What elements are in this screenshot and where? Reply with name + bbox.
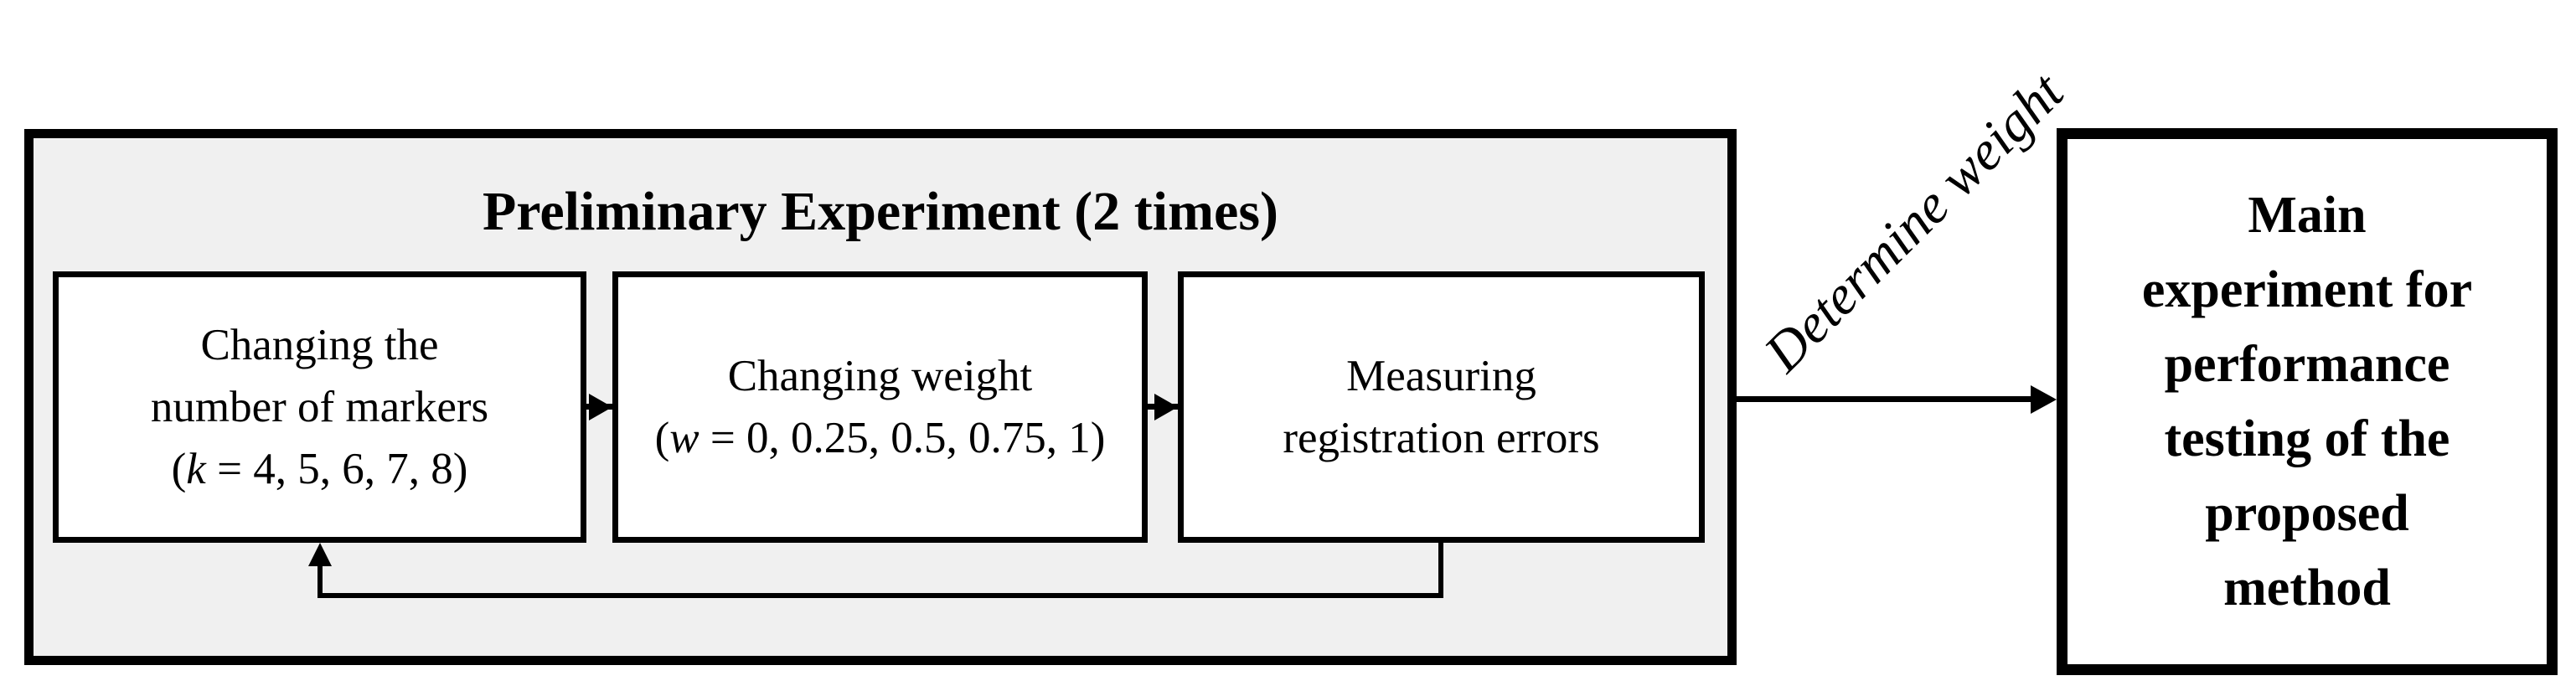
preliminary-experiment-title: Preliminary Experiment (2 times) [482,181,1279,242]
step-changing-weight-line1: Changing weight [727,352,1033,400]
arrow-right-icon [2031,385,2057,414]
step-changing-markers-box: Changing the number of markers (k = 4, 5… [53,271,586,543]
main-box-line2: experiment for [2141,260,2473,318]
main-box-line4: testing of the [2164,410,2450,467]
step-measuring-errors-line2: registration errors [1283,414,1600,462]
preliminary-experiment-group: Preliminary Experiment (2 times) Changin… [24,129,1737,665]
param-open-paren: ( [654,414,670,462]
main-experiment-box: Main experiment for performance testing … [2057,128,2558,675]
param-symbol-k: k [186,445,206,493]
step-changing-markers-param: (k = 4, 5, 6, 7, 8) [172,438,468,500]
arrow-right-icon [589,394,612,420]
step-measuring-errors-line1: Measuring [1346,352,1536,400]
main-box-line6: method [2223,559,2391,616]
step-changing-weight-param: (w = 0, 0.25, 0.5, 0.75, 1) [655,407,1106,469]
main-box-line3: performance [2164,335,2450,393]
feedback-horizontal-segment [317,593,1443,598]
main-box-line1: Main [2248,186,2367,244]
step-changing-markers-line2: number of markers [150,383,489,431]
feedback-drop-segment [1438,543,1443,598]
step-changing-markers-line1: Changing the [200,321,439,369]
arrow-up-icon [308,543,332,566]
step-measuring-errors-box: Measuring registration errors [1178,271,1705,543]
param-symbol-w: w [669,414,699,462]
param-values-k: = 4, 5, 6, 7, 8) [205,445,468,493]
main-box-line5: proposed [2205,484,2409,542]
determine-weight-label: Determine weight [1753,61,2076,384]
step-changing-weight-box: Changing weight (w = 0, 0.25, 0.5, 0.75,… [612,271,1148,543]
arrow-shaft [1737,396,2035,402]
param-open-paren: ( [171,445,187,493]
arrow-right-icon [1154,394,1178,420]
feedback-rise-segment [317,561,323,598]
param-values-w: = 0, 0.25, 0.5, 0.75, 1) [699,414,1106,462]
